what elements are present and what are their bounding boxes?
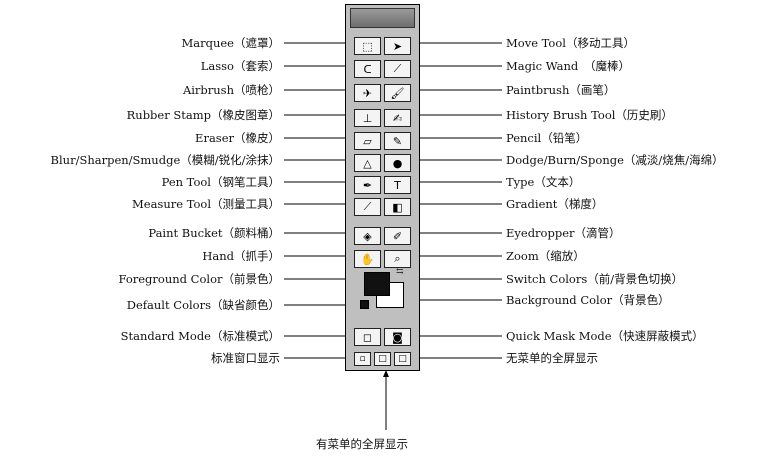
- color-controls: ⇆: [360, 268, 408, 312]
- blur-tool-icon[interactable]: △: [354, 154, 381, 172]
- toolbox-header-eye: [350, 8, 415, 28]
- history-brush-tool-icon[interactable]: ✍: [384, 109, 411, 127]
- standard-window-icon[interactable]: ▫: [354, 352, 371, 366]
- right-label: Type（文本）: [506, 175, 581, 189]
- rubber-stamp-tool-icon[interactable]: ⊥: [354, 109, 381, 127]
- hand-tool-icon[interactable]: ✋: [354, 250, 381, 268]
- measure-tool-icon[interactable]: ⟋: [354, 198, 381, 216]
- full-screen-menu-icon[interactable]: □: [374, 352, 391, 366]
- left-label: Pen Tool（钢笔工具）: [161, 175, 280, 189]
- pencil-tool-icon[interactable]: ✎: [384, 132, 411, 150]
- switch-colors-icon[interactable]: ⇆: [396, 267, 404, 277]
- move-tool-icon[interactable]: ➤: [384, 37, 411, 55]
- paint-bucket-tool-icon[interactable]: ◈: [354, 227, 381, 245]
- paintbrush-tool-icon[interactable]: 🖌: [384, 84, 411, 102]
- right-label: 无菜单的全屏显示: [506, 351, 598, 365]
- left-label: Default Colors（缺省颜色）: [126, 298, 280, 312]
- left-label: Hand（抓手）: [202, 249, 280, 263]
- left-label: Measure Tool（测量工具）: [131, 197, 280, 211]
- right-label: Zoom（缩放）: [506, 249, 585, 263]
- magic-wand-tool-icon[interactable]: ⟋: [384, 60, 411, 78]
- eyedropper-tool-icon[interactable]: ✐: [384, 227, 411, 245]
- right-label: History Brush Tool（历史刷）: [506, 108, 673, 122]
- standard-mode-icon[interactable]: ◻: [354, 328, 381, 346]
- marquee-tool-icon[interactable]: ⬚: [354, 37, 381, 55]
- right-label: Paintbrush（画笔）: [506, 83, 616, 97]
- right-label: Switch Colors（前/背景色切换）: [506, 272, 684, 286]
- dodge-tool-icon[interactable]: ●: [384, 154, 411, 172]
- left-label: Foreground Color（前景色）: [118, 272, 280, 286]
- left-label: Paint Bucket（颜料桶）: [148, 226, 280, 240]
- right-label: Gradient（梯度）: [506, 197, 604, 211]
- left-label: 标准窗口显示: [211, 351, 280, 365]
- right-label: Eyedropper（滴管）: [506, 226, 621, 240]
- left-label: Lasso（套索）: [200, 59, 280, 73]
- lasso-tool-icon[interactable]: ᑕ: [354, 60, 381, 78]
- toolbox-panel: ⬚➤ᑕ⟋✈🖌⊥✍▱✎△●✒T⟋◧◈✐✋⌕ ⇆ ◻◙ ▫□□: [345, 4, 420, 371]
- right-label: Pencil（铅笔）: [506, 131, 588, 145]
- pen-tool-icon[interactable]: ✒: [354, 176, 381, 194]
- left-label: Standard Mode（标准模式）: [120, 329, 280, 343]
- bottom-label: 有菜单的全屏显示: [316, 437, 408, 451]
- left-label: Eraser（橡皮）: [195, 131, 280, 145]
- bottom-arrow-head: [383, 370, 389, 377]
- full-screen-no-menu-icon[interactable]: □: [394, 352, 411, 366]
- right-label: Magic Wand （魔棒）: [506, 59, 630, 73]
- gradient-tool-icon[interactable]: ◧: [384, 198, 411, 216]
- right-label: Quick Mask Mode（快速屏蔽模式）: [506, 329, 704, 343]
- foreground-color-swatch[interactable]: [364, 272, 390, 296]
- default-colors-icon[interactable]: [360, 300, 369, 309]
- airbrush-tool-icon[interactable]: ✈: [354, 84, 381, 102]
- left-label: Airbrush（喷枪）: [182, 83, 280, 97]
- type-tool-icon[interactable]: T: [384, 176, 411, 194]
- right-label: Background Color（背景色）: [506, 293, 670, 307]
- left-label: Marquee（遮罩）: [181, 36, 280, 50]
- right-label: Dodge/Burn/Sponge（减淡/烧焦/海绵）: [506, 153, 724, 167]
- eraser-tool-icon[interactable]: ▱: [354, 132, 381, 150]
- left-label: Rubber Stamp（橡皮图章）: [126, 108, 280, 122]
- right-label: Move Tool（移动工具）: [506, 36, 635, 50]
- quick-mask-mode-icon[interactable]: ◙: [384, 328, 411, 346]
- zoom-tool-icon[interactable]: ⌕: [384, 250, 411, 268]
- left-label: Blur/Sharpen/Smudge（模糊/锐化/涂抹）: [50, 153, 280, 167]
